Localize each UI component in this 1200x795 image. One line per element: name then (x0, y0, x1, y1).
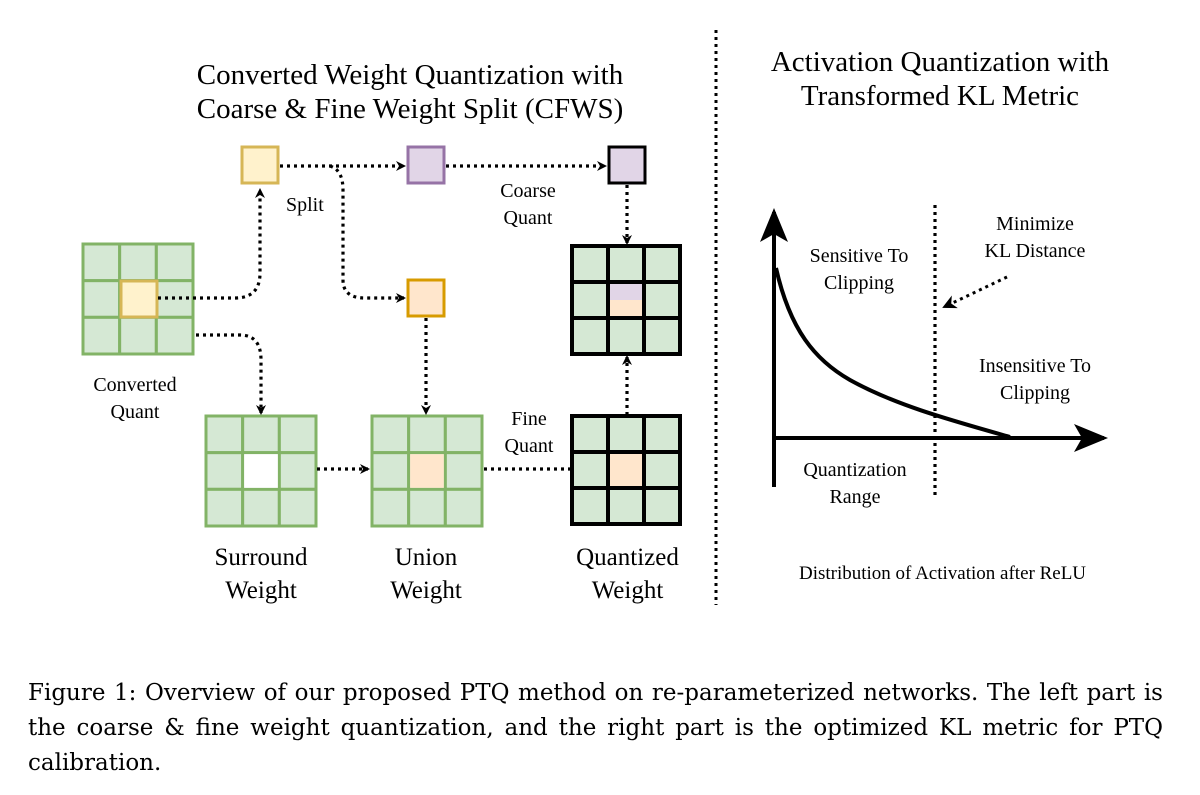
grid-cell (570, 414, 610, 454)
arrow-converted-to-surround (196, 333, 266, 415)
left-panel-title-line1: Converted Weight Quantization with (196, 59, 624, 91)
diagram-canvas (81, 30, 1108, 605)
split-label: Split (286, 194, 324, 216)
insensitive-label-line2: Clipping (999, 382, 1070, 404)
right-panel-title-line1: Activation Quantization with (770, 46, 1110, 78)
grid-cell (606, 486, 646, 526)
insensitive-label-line1: Insensitive To (978, 355, 1092, 377)
sensitive-label-line2: Clipping (823, 272, 894, 294)
quantized-weight-label-line1: Quantized (576, 544, 679, 571)
sensitive-label-line1: Sensitive To (809, 245, 909, 267)
grid-cell (642, 486, 682, 526)
grid-cell (277, 451, 318, 491)
grid-cell (241, 487, 281, 528)
coarse-quant-label-line2: Quant (503, 207, 553, 229)
fine-quant-label-line2: Quant (504, 435, 554, 457)
grid-cell (443, 451, 484, 491)
activation-distribution-chart (760, 205, 1108, 495)
grid-cell (570, 486, 610, 526)
coarse-weight-cell (406, 145, 446, 185)
quantization-range-label-line2: Range (829, 486, 881, 508)
grid-cell (606, 316, 646, 356)
grid-cell (241, 414, 281, 455)
grid-cell (642, 316, 682, 356)
grid-cell (118, 242, 158, 283)
grid-cell (154, 315, 195, 356)
union-weight-label-line2: Weight (390, 577, 462, 604)
fine-part-cell (610, 300, 642, 316)
grid-cell (642, 244, 682, 284)
surround-weight-grid (204, 414, 318, 528)
split-source-cell (240, 145, 280, 185)
coarse-part-cell (610, 284, 642, 300)
grid-cell (81, 315, 122, 356)
grid-cell (570, 244, 610, 284)
grid-cell (606, 244, 646, 284)
arrow-converted-to-split (158, 188, 265, 300)
minimize-kl-label-line2: KL Distance (984, 240, 1086, 262)
grid-cell (277, 487, 318, 528)
grid-cell (370, 414, 411, 455)
coarse-quantized-grid (570, 244, 682, 356)
grid-cell (370, 451, 411, 491)
grid-cell (570, 316, 610, 356)
fine-center-cell (610, 454, 642, 486)
fine-weight-cell (406, 278, 446, 318)
fine-center-cell (410, 454, 444, 488)
grid-cell (443, 487, 484, 528)
minimize-kl-arrow (942, 275, 1008, 309)
grid-cell (642, 450, 682, 490)
grid-cell (407, 487, 447, 528)
grid-cell (277, 414, 318, 455)
distribution-curve (774, 267, 1011, 439)
grid-cell (606, 414, 646, 454)
right-panel-title-line2: Transformed KL Metric (800, 80, 1080, 112)
grid-cell (570, 280, 610, 320)
left-panel-title-line2: Coarse & Fine Weight Split (CFWS) (196, 93, 624, 125)
coarse-quantized-cell (607, 145, 647, 185)
quantized-weight-label-line2: Weight (591, 577, 664, 604)
coarse-quant-label-line1: Coarse (500, 180, 556, 202)
grid-cell (118, 315, 158, 356)
union-weight-grid (370, 414, 484, 528)
surround-weight-label-line1: Surround (214, 544, 308, 571)
converted-quant-label-line2: Quant (110, 401, 160, 423)
surround-weight-label-line2: Weight (225, 577, 297, 604)
fine-quant-label-line1: Fine (511, 408, 547, 430)
figure-caption: Figure 1: Overview of our proposed PTQ m… (28, 680, 1163, 776)
grid-cell (204, 487, 245, 528)
grid-cell (443, 414, 484, 455)
quantized-weight-grid (570, 414, 682, 526)
arrow-split-to-fine (329, 164, 406, 303)
grid-cell (570, 450, 610, 490)
grid-cell (154, 242, 195, 283)
converted-quant-grid (81, 242, 195, 356)
minimize-kl-label-line1: Minimize (996, 213, 1074, 235)
empty-center-cell (244, 454, 278, 488)
grid-cell (642, 414, 682, 454)
grid-cell (204, 414, 245, 455)
distribution-caption: Distribution of Activation after ReLU (798, 563, 1087, 584)
grid-cell (81, 242, 122, 283)
grid-cell (407, 414, 447, 455)
union-weight-label-line1: Union (394, 544, 458, 571)
grid-cell (204, 451, 245, 491)
converted-center-cell (119, 279, 159, 319)
grid-cell (370, 487, 411, 528)
converted-quant-label-line1: Converted (93, 374, 177, 396)
quantization-range-label-line1: Quantization (803, 459, 907, 481)
grid-cell (81, 279, 122, 319)
grid-cell (642, 280, 682, 320)
